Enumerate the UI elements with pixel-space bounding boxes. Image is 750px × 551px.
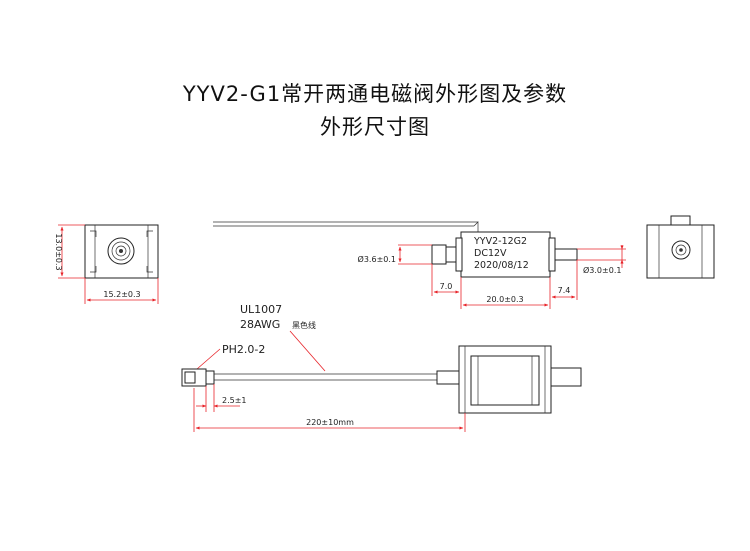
total-length-dimension: 220±10mm — [193, 388, 466, 432]
body-voltage-text: DC12V — [474, 248, 507, 259]
connector-label-group: PH2.0-2 — [196, 343, 265, 370]
body-length-dimension: 20.0±0.3 — [462, 277, 551, 309]
outlet-nozzle — [554, 248, 578, 261]
end-height-label: 13.0±0.3 — [54, 233, 63, 270]
body-model-text: YYV2-12G2 — [473, 236, 527, 247]
right-end-view — [646, 215, 715, 279]
inlet-diameter-label: Ø3.6±0.1 — [358, 254, 396, 264]
outlet-length-dimension: 7.4 — [551, 260, 578, 300]
outlet-diameter-label: Ø3.0±0.1 — [583, 265, 621, 275]
end-width-label: 15.2±0.3 — [103, 290, 140, 299]
end-height-dimension: 13.0±0.3 — [54, 224, 85, 279]
outlet-length-label: 7.4 — [558, 286, 571, 295]
body-length-label: 20.0±0.3 — [486, 295, 523, 304]
wire-gauge-label: 28AWG — [240, 318, 280, 331]
connector-length-dimension: 2.5±1 — [196, 384, 247, 412]
wire-color-label: 黑色线 — [292, 320, 316, 330]
diagram-title: YYV2-G1常开两通电磁阀外形图及参数 — [182, 82, 568, 106]
end-view-body — [84, 224, 159, 279]
outlet-diameter-dimension: Ø3.0±0.1 — [577, 245, 626, 275]
diagram-subtitle: 外形尺寸图 — [320, 115, 430, 139]
end-width-dimension: 15.2±0.3 — [84, 278, 159, 304]
left-end-view — [84, 224, 159, 279]
wire-labels: UL1007 28AWG 黑色线 — [240, 303, 326, 372]
total-length-label: 220±10mm — [306, 418, 354, 427]
connector-type-label: PH2.0-2 — [222, 343, 265, 356]
connector-length-label: 2.5±1 — [222, 396, 247, 405]
inlet-nozzle — [431, 244, 447, 265]
inlet-diameter-dimension: Ø3.6±0.1 — [358, 244, 432, 265]
side-view: YYV2-12G2 DC12V 2020/08/12 — [213, 221, 578, 278]
wire-type-label: UL1007 — [240, 303, 282, 316]
body-date-text: 2020/08/12 — [474, 260, 529, 271]
assembly-view — [181, 345, 582, 414]
inlet-length-label: 7.0 — [440, 282, 453, 291]
inlet-length-dimension: 7.0 — [431, 264, 462, 309]
assembly-outlet — [550, 367, 582, 387]
